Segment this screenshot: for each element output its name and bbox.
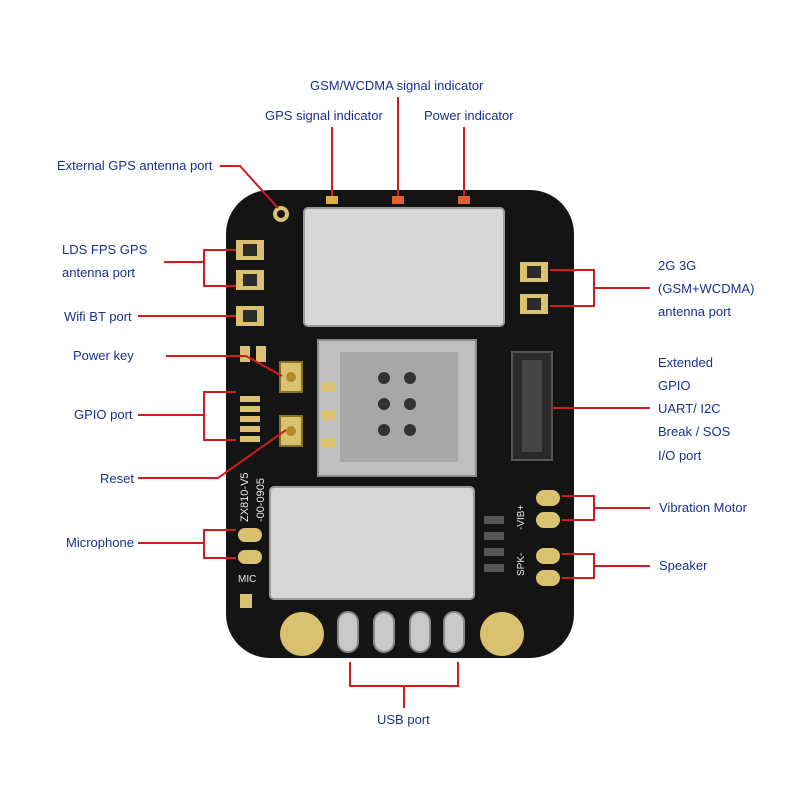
usb-pads xyxy=(280,611,524,656)
label-extended-line2: GPIO xyxy=(658,378,691,393)
microphone-pad-2 xyxy=(238,550,262,564)
power-led xyxy=(458,196,470,204)
label-gsm-wcdma-indicator: GSM/WCDMA signal indicator xyxy=(310,78,484,93)
label-speaker: Speaker xyxy=(659,558,708,573)
silk-mic: MIC xyxy=(238,574,256,585)
lds-gps-antenna-connector-1 xyxy=(236,240,264,260)
gsm-wcdma-led xyxy=(392,196,404,204)
label-wifi-bt: Wifi BT port xyxy=(64,309,132,324)
label-reset: Reset xyxy=(100,471,134,486)
extended-gpio-connector xyxy=(511,351,553,461)
silk-spk: SPK- xyxy=(516,553,527,576)
gps-led xyxy=(326,196,338,204)
label-extended-line4: Break / SOS xyxy=(658,424,731,439)
vibration-pad-1 xyxy=(536,490,560,506)
silk-vib: -VIB+ xyxy=(516,505,527,530)
label-2g3g-line2: (GSM+WCDMA) xyxy=(658,281,755,296)
leader-lines xyxy=(138,97,650,708)
label-power-indicator: Power indicator xyxy=(424,108,514,123)
label-extended-line3: UART/ I2C xyxy=(658,401,721,416)
label-2g3g-line1: 2G 3G xyxy=(658,258,697,273)
speaker-pad-2 xyxy=(536,570,560,586)
label-extended-line1: Extended xyxy=(658,355,713,370)
vibration-pad-2 xyxy=(536,512,560,528)
top-rf-shield xyxy=(303,207,505,327)
label-usb-port: USB port xyxy=(377,712,430,727)
sim-card-holder xyxy=(317,339,477,477)
silk-version: -00-0905 xyxy=(255,478,267,522)
label-ext-gps-antenna: External GPS antenna port xyxy=(57,158,213,173)
label-vibration-motor: Vibration Motor xyxy=(659,500,747,515)
gpio-pads xyxy=(240,396,260,442)
bottom-rf-shield xyxy=(269,486,475,600)
label-2g3g-line3: antenna port xyxy=(658,304,732,319)
label-power-key: Power key xyxy=(73,348,134,363)
label-gps-indicator: GPS signal indicator xyxy=(265,108,383,123)
microphone-pad-1 xyxy=(238,528,262,542)
label-lds-fps-line1: LDS FPS GPS xyxy=(62,242,148,257)
label-gpio-port: GPIO port xyxy=(74,407,133,422)
label-lds-fps-line2: antenna port xyxy=(62,265,136,280)
gsm-antenna-connector-2 xyxy=(520,294,548,314)
lds-gps-antenna-connector-2 xyxy=(236,270,264,290)
label-extended-line5: I/O port xyxy=(658,448,702,463)
silk-model: ZX810-V5 xyxy=(239,472,251,522)
speaker-pad-1 xyxy=(536,548,560,564)
label-microphone: Microphone xyxy=(66,535,134,550)
wifi-bt-antenna-connector xyxy=(236,306,264,326)
gsm-antenna-connector-1 xyxy=(520,262,548,282)
